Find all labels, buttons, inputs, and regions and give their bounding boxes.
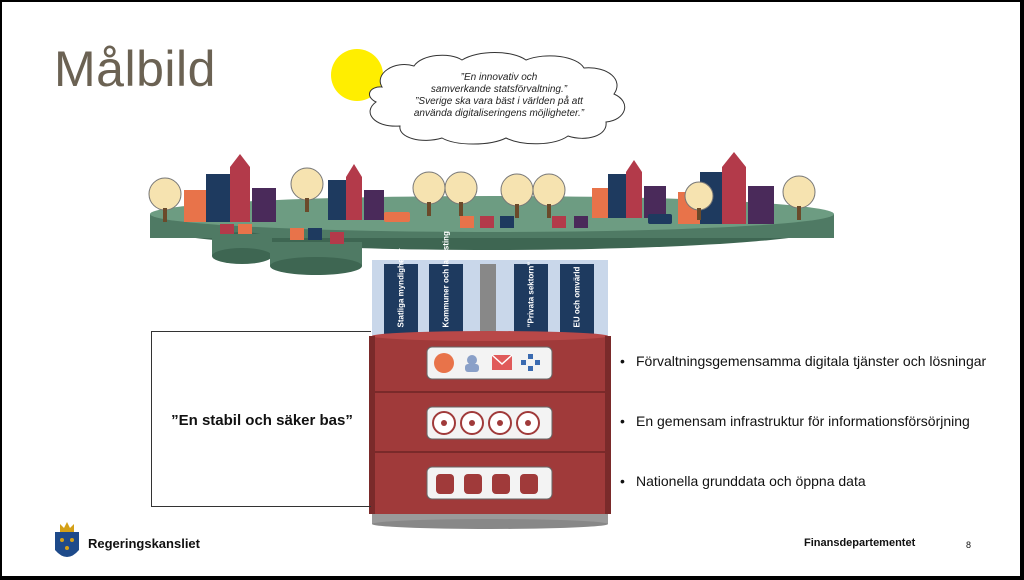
cloud-icon — [368, 52, 626, 145]
pillar-label: Statliga myndigheter — [396, 248, 406, 328]
network-icon — [434, 353, 454, 373]
crest-logo — [55, 522, 79, 557]
base-cylinder — [369, 331, 611, 529]
base-label-frame — [151, 331, 371, 507]
quote-line: använda digitaliseringens möjligheter.” — [413, 108, 585, 119]
grid-icon — [521, 354, 540, 371]
infrastructure-icons — [432, 411, 540, 435]
quote-line: ”Sverige ska vara bäst i världen på att — [415, 96, 583, 107]
service-icons — [434, 353, 540, 373]
bullet-item: En gemensam infrastruktur för informatio… — [620, 413, 970, 429]
pillars — [372, 260, 608, 336]
sun-icon — [331, 49, 383, 101]
base-label: ”En stabil och säker bas” — [171, 412, 353, 429]
vision-quote: ”En innovativ och samverkande statsförva… — [394, 72, 604, 120]
pillar-label: ”Privata sektorn” — [526, 261, 536, 328]
trees — [148, 167, 816, 222]
database-icons — [436, 474, 538, 494]
slide-title: Målbild — [54, 41, 216, 97]
user-icon — [467, 355, 477, 365]
organization-name: Regeringskansliet — [88, 536, 200, 551]
bullet-item: Förvaltningsgemensamma digitala tjänster… — [620, 353, 986, 369]
city-buildings — [184, 152, 774, 244]
pillar-label: Kommuner och landsting — [441, 231, 451, 328]
pillar-label: EU och omvärld — [572, 266, 582, 328]
department-name: Finansdepartementet — [804, 537, 916, 549]
bullet-item: Nationella grunddata och öppna data — [620, 473, 866, 489]
quote-line: samverkande statsförvaltning.” — [430, 84, 568, 95]
page-number: 8 — [966, 540, 972, 550]
quote-line: ”En innovativ och — [460, 72, 538, 83]
